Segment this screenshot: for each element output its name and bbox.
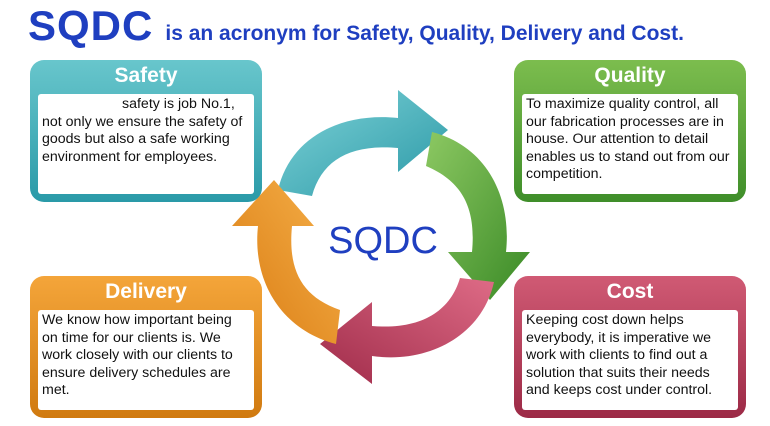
arrow-safety-to-quality [278, 90, 448, 196]
quality-card: Quality To maximize quality control, all… [514, 60, 746, 202]
center-label: SQDC [328, 220, 438, 262]
title-description: is an acronym for Safety, Quality, Deliv… [165, 22, 684, 45]
safety-card: Safety safety is job No.1, not only we e… [30, 60, 262, 202]
quality-text: To maximize quality control, all our fab… [522, 94, 738, 194]
page-title: SQDC is an acronym for Safety, Quality, D… [28, 2, 684, 49]
quality-heading: Quality [594, 64, 666, 87]
delivery-text: We know how important being on time for … [38, 310, 254, 410]
cost-heading: Cost [606, 280, 654, 303]
delivery-card: Delivery We know how important being on … [30, 276, 262, 418]
delivery-heading: Delivery [105, 280, 187, 303]
arrow-quality-to-cost [426, 132, 530, 300]
cost-card: Cost Keeping cost down helps everybody, … [514, 276, 746, 418]
safety-text: safety is job No.1, not only we ensure t… [38, 94, 254, 194]
title-acronym: SQDC [28, 2, 154, 49]
arrow-cost-to-delivery [320, 278, 494, 384]
arrow-delivery-to-safety [232, 180, 340, 344]
cost-text: Keeping cost down helps everybody, it is… [522, 310, 738, 410]
safety-heading: Safety [114, 64, 178, 87]
